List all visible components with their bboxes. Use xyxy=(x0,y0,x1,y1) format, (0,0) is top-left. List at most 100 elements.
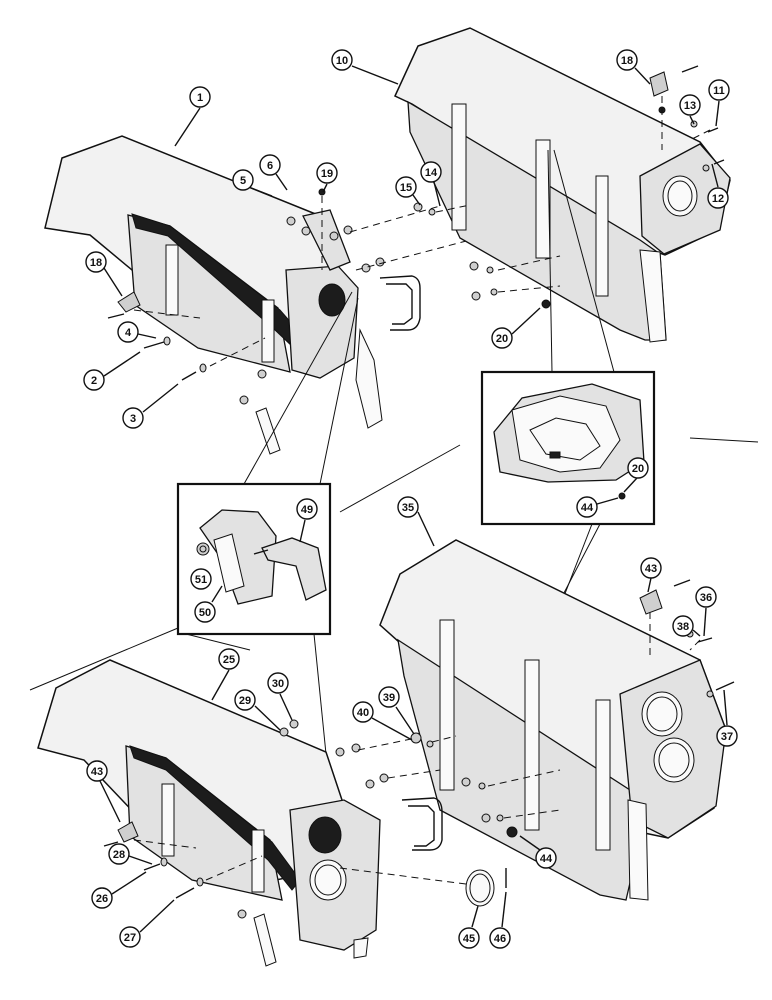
callout-label: 19 xyxy=(321,168,333,180)
callout-circle xyxy=(259,154,281,176)
fender-25-hardware xyxy=(103,719,507,967)
callout-43: 43 xyxy=(86,760,108,782)
callout-circle xyxy=(86,760,108,782)
callout-35: 35 xyxy=(397,496,419,518)
callout-20: 20 xyxy=(627,457,649,479)
callout-label: 38 xyxy=(677,621,689,633)
callout-circle xyxy=(708,79,730,101)
callout-label: 11 xyxy=(713,85,725,97)
callout-37: 37 xyxy=(716,725,738,747)
callout-label: 44 xyxy=(540,853,553,865)
callout-27: 27 xyxy=(119,926,141,948)
callout-label: 14 xyxy=(425,167,438,179)
callout-label: 44 xyxy=(581,502,594,514)
callout-44: 44 xyxy=(576,496,598,518)
callout-1: 1 xyxy=(189,86,211,108)
callout-label: 51 xyxy=(195,574,207,586)
callout-circle xyxy=(119,926,141,948)
callout-label: 39 xyxy=(383,692,395,704)
callout-20: 20 xyxy=(491,327,513,349)
callout-circle xyxy=(576,496,598,518)
callout-circle xyxy=(190,568,212,590)
callout-label: 26 xyxy=(96,893,108,905)
callout-3: 3 xyxy=(122,407,144,429)
callout-label: 4 xyxy=(125,327,132,339)
callout-12: 12 xyxy=(707,187,729,209)
callout-44: 44 xyxy=(535,847,557,869)
callout-label: 46 xyxy=(494,933,506,945)
callout-circle xyxy=(627,457,649,479)
light-opening-upper xyxy=(308,816,342,854)
callout-circle xyxy=(194,601,216,623)
callout-label: 25 xyxy=(223,654,235,666)
callout-circle xyxy=(679,94,701,116)
fender-1 xyxy=(44,135,383,429)
callout-50: 50 xyxy=(194,601,216,623)
callout-circle xyxy=(91,887,113,909)
callout-13: 13 xyxy=(679,94,701,116)
callout-25: 25 xyxy=(218,648,240,670)
callout-4: 4 xyxy=(117,321,139,343)
fender-35 xyxy=(379,539,727,901)
callout-6: 6 xyxy=(259,154,281,176)
callout-14: 14 xyxy=(420,161,442,183)
callout-circle xyxy=(489,927,511,949)
callout-10: 10 xyxy=(331,49,353,71)
light-lens-lower xyxy=(309,859,347,901)
callout-circle xyxy=(296,498,318,520)
callout-circle xyxy=(378,686,400,708)
callout-label: 1 xyxy=(197,92,203,104)
callout-label: 3 xyxy=(130,413,136,425)
callout-label: 45 xyxy=(463,933,475,945)
callout-label: 29 xyxy=(239,695,251,707)
callout-circle xyxy=(218,648,240,670)
callout-circle xyxy=(85,251,107,273)
callout-label: 10 xyxy=(336,55,348,67)
callout-30: 30 xyxy=(267,672,289,694)
callout-circle xyxy=(420,161,442,183)
callout-circle xyxy=(395,176,417,198)
callout-label: 43 xyxy=(91,766,103,778)
callout-18: 18 xyxy=(616,49,638,71)
callout-label: 30 xyxy=(272,678,284,690)
callout-43: 43 xyxy=(640,557,662,579)
callout-label: 37 xyxy=(721,731,733,743)
lens-ring xyxy=(465,869,495,907)
callout-label: 18 xyxy=(90,257,102,269)
grab-handle xyxy=(401,797,443,851)
callout-label: 20 xyxy=(496,333,508,345)
callout-label: 5 xyxy=(240,175,246,187)
callout-36: 36 xyxy=(695,586,717,608)
callout-circle xyxy=(672,615,694,637)
callout-label: 36 xyxy=(700,592,712,604)
callout-circle xyxy=(535,847,557,869)
callout-circle xyxy=(491,327,513,349)
callout-circle xyxy=(117,321,139,343)
callout-circle xyxy=(232,169,254,191)
callout-38: 38 xyxy=(672,615,694,637)
callout-circle xyxy=(234,689,256,711)
callout-46: 46 xyxy=(489,927,511,949)
fender-10 xyxy=(394,27,731,343)
inset-detail-a xyxy=(480,370,656,526)
callout-51: 51 xyxy=(190,568,212,590)
callout-label: 28 xyxy=(113,849,125,861)
callout-circle xyxy=(352,701,374,723)
callout-label: 50 xyxy=(199,607,211,619)
callout-28: 28 xyxy=(108,843,130,865)
callout-label: 15 xyxy=(400,182,412,194)
light-lens-lower xyxy=(653,737,695,783)
callout-label: 20 xyxy=(632,463,644,475)
callout-circle xyxy=(267,672,289,694)
light-lens-upper xyxy=(641,691,683,737)
callout-39: 39 xyxy=(378,686,400,708)
callout-15: 15 xyxy=(395,176,417,198)
callout-26: 26 xyxy=(91,887,113,909)
grab-handle xyxy=(379,275,421,331)
callout-label: 13 xyxy=(684,100,696,112)
fender-1-hardware xyxy=(107,188,385,455)
callout-2: 2 xyxy=(83,369,105,391)
callout-label: 12 xyxy=(712,193,724,205)
